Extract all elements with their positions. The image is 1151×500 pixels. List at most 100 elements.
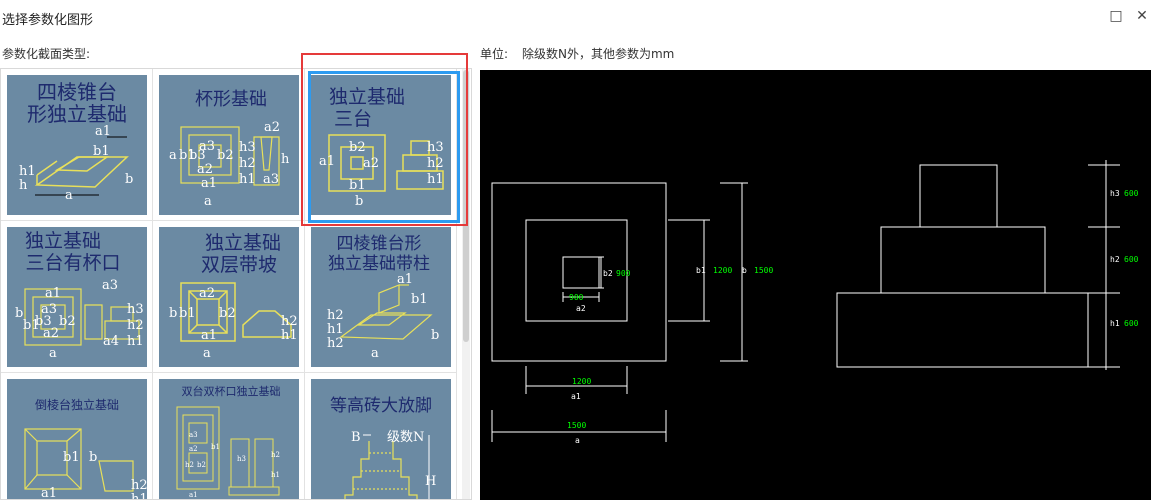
maximize-icon[interactable]: □ xyxy=(1109,8,1123,24)
thumb-title-line1: 独立基础 xyxy=(329,86,405,108)
gallery-item-cup-footing[interactable]: 杯形基础 a b1 b3 b2 a3 a2 a1 a a2 h3 h2 xyxy=(153,69,305,221)
gallery-item-two-layer-slope-footing[interactable]: 独立基础 双层带坡 a2 b b1 b2 a1 a h2 h1 xyxy=(153,221,305,373)
param-level-n: 级数N xyxy=(387,430,424,445)
elev-h1-label: h1 xyxy=(1110,319,1120,328)
thumb-title-line1: 杯形基础 xyxy=(195,89,267,110)
param-a3-side: a3 xyxy=(263,172,279,187)
param-b3: b3 xyxy=(189,148,206,163)
param-a1: a1 xyxy=(189,491,198,499)
param-H: H xyxy=(425,474,436,489)
param-h1: h1 xyxy=(131,492,147,500)
param-h2: h2 xyxy=(131,478,147,493)
title-bar: 选择参数化图形 □ ✕ xyxy=(0,0,1151,36)
param-h2: h2 xyxy=(127,318,144,333)
unit-note: 除级数N外，其他参数为mm xyxy=(522,47,675,61)
param-a4: a4 xyxy=(103,334,119,349)
param-a1: a1 xyxy=(201,176,217,191)
param-a: a xyxy=(204,194,212,209)
param-a2-side: a2 xyxy=(264,120,280,135)
plan-b1-value: 1200 xyxy=(713,266,732,275)
param-b1: b1 xyxy=(179,148,196,163)
param-h3: h3 xyxy=(427,140,444,155)
param-b3: b3 xyxy=(35,314,52,329)
elev-h3-value: 600 xyxy=(1124,189,1139,198)
thumb-title-line1: 四棱锥台形 xyxy=(337,234,422,254)
gallery-item-brick-spread-footing[interactable]: 等高砖大放脚 B 级数N H xyxy=(305,373,457,499)
param-b2: b2 xyxy=(217,148,234,163)
param-b: b xyxy=(15,306,23,321)
plan-a2-label: a2 xyxy=(576,304,586,313)
param-b2: b2 xyxy=(197,461,206,469)
param-a1: a1 xyxy=(41,486,57,500)
param-b: b xyxy=(89,450,97,465)
thumbnail: 四棱锥台形 独立基础带柱 a1 b1 h2 h1 h2 a b xyxy=(311,227,451,367)
thumb-title-line1: 等高砖大放脚 xyxy=(330,396,432,416)
gallery-item-three-tier-footing[interactable]: 独立基础 三台 b2 a2 a1 b1 b h3 h2 h1 xyxy=(305,69,457,221)
plan-b2-label: b2 xyxy=(603,269,613,278)
param-a2: a2 xyxy=(43,326,59,341)
plan-a2-value: 900 xyxy=(569,293,584,302)
gallery-item-double-cup-footing[interactable]: 双台双杯口独立基础 a3 a2 h2 b2 b1 a1 xyxy=(153,373,305,499)
param-h1: h1 xyxy=(19,164,36,179)
gallery-scrollbar-thumb[interactable] xyxy=(463,70,469,342)
param-h2: h2 xyxy=(239,156,256,171)
thumb-title-line2: 三台有杯口 xyxy=(25,252,120,274)
plan-b-value: 1500 xyxy=(754,266,773,275)
param-a: a xyxy=(49,346,57,361)
param-a: a xyxy=(65,188,73,203)
param-h: h xyxy=(281,152,290,167)
param-h1: h1 xyxy=(281,328,298,343)
gallery-item-pyramid-footing[interactable]: 四棱锥台 形独立基础 a1 b1 h1 a b h xyxy=(1,69,153,221)
param-a1: a1 xyxy=(397,272,413,287)
thumb-title-line1: 独立基础 xyxy=(205,232,281,254)
param-h3: h3 xyxy=(237,455,246,463)
plan-a1-value: 1200 xyxy=(572,377,591,386)
plan-b-label: b xyxy=(742,266,747,275)
param-a3-side: a3 xyxy=(102,278,118,293)
thumb-title-line2: 形独立基础 xyxy=(27,102,127,126)
param-B: B xyxy=(351,430,361,445)
thumbnail: 独立基础 三台 b2 a2 a1 b1 b h3 h2 h1 xyxy=(311,75,451,215)
thumbnail: 四棱锥台 形独立基础 a1 b1 h1 a b h xyxy=(7,75,147,215)
param-a2: a2 xyxy=(189,445,198,453)
window-title: 选择参数化图形 xyxy=(2,13,94,28)
thumbnail: 等高砖大放脚 B 级数N H xyxy=(311,379,451,499)
param-b1: b1 xyxy=(211,443,220,451)
gallery-item-pyramid-footing-with-column[interactable]: 四棱锥台形 独立基础带柱 a1 b1 h2 h1 h2 a b xyxy=(305,221,457,373)
param-h3: h3 xyxy=(239,140,256,155)
param-b1: b1 xyxy=(93,144,110,159)
param-b2: b2 xyxy=(219,306,236,321)
param-a1: a1 xyxy=(95,124,111,139)
param-b1: b1 xyxy=(23,318,40,333)
param-h: h xyxy=(19,178,28,193)
param-a3: a3 xyxy=(189,431,198,439)
thumbnail: 独立基础 双层带坡 a2 b b1 b2 a1 a h2 h1 xyxy=(159,227,299,367)
param-b: b xyxy=(431,328,439,343)
plan-view xyxy=(491,182,748,442)
plan-a-value: 1500 xyxy=(567,421,586,430)
param-b: b xyxy=(355,194,363,209)
param-b1: b1 xyxy=(63,450,80,465)
param-h: h2 xyxy=(327,336,344,351)
gallery-item-inverted-frustum-footing[interactable]: 倒棱台独立基础 b1 a1 b h2 h1 xyxy=(1,373,153,500)
param-b1: b1 xyxy=(411,292,428,307)
param-b: a xyxy=(169,148,177,163)
plan-b2-value: 900 xyxy=(616,269,631,278)
param-b2: b2 xyxy=(349,140,366,155)
param-b1: b1 xyxy=(349,178,366,193)
plan-a-label: a xyxy=(575,436,580,445)
thumbnail: 倒棱台独立基础 b1 a1 b h2 h1 xyxy=(7,379,147,500)
elevation-view xyxy=(836,160,1120,370)
param-a2: a2 xyxy=(197,162,213,177)
close-icon[interactable]: ✕ xyxy=(1136,8,1148,24)
param-a2: a2 xyxy=(199,286,215,301)
param-h2: h2 xyxy=(427,156,444,171)
thumb-title-line1: 倒棱台独立基础 xyxy=(35,397,119,412)
cad-preview-panel: b2 900 900 a2 b1 1200 b 1500 1200 a1 150… xyxy=(480,70,1151,500)
param-a3: a3 xyxy=(41,302,57,317)
unit-label: 单位: xyxy=(480,47,509,61)
gallery-item-three-tier-cup-footing[interactable]: 独立基础 三台有杯口 a1 a3 a2 b b1 b3 b2 a a3 xyxy=(1,221,153,373)
elev-h2-value: 600 xyxy=(1124,255,1139,264)
thumbnail: 杯形基础 a b1 b3 b2 a3 a2 a1 a a2 h3 h2 xyxy=(159,75,299,215)
shape-gallery: 四棱锥台 形独立基础 a1 b1 h1 a b h 杯形基础 xyxy=(0,68,472,500)
